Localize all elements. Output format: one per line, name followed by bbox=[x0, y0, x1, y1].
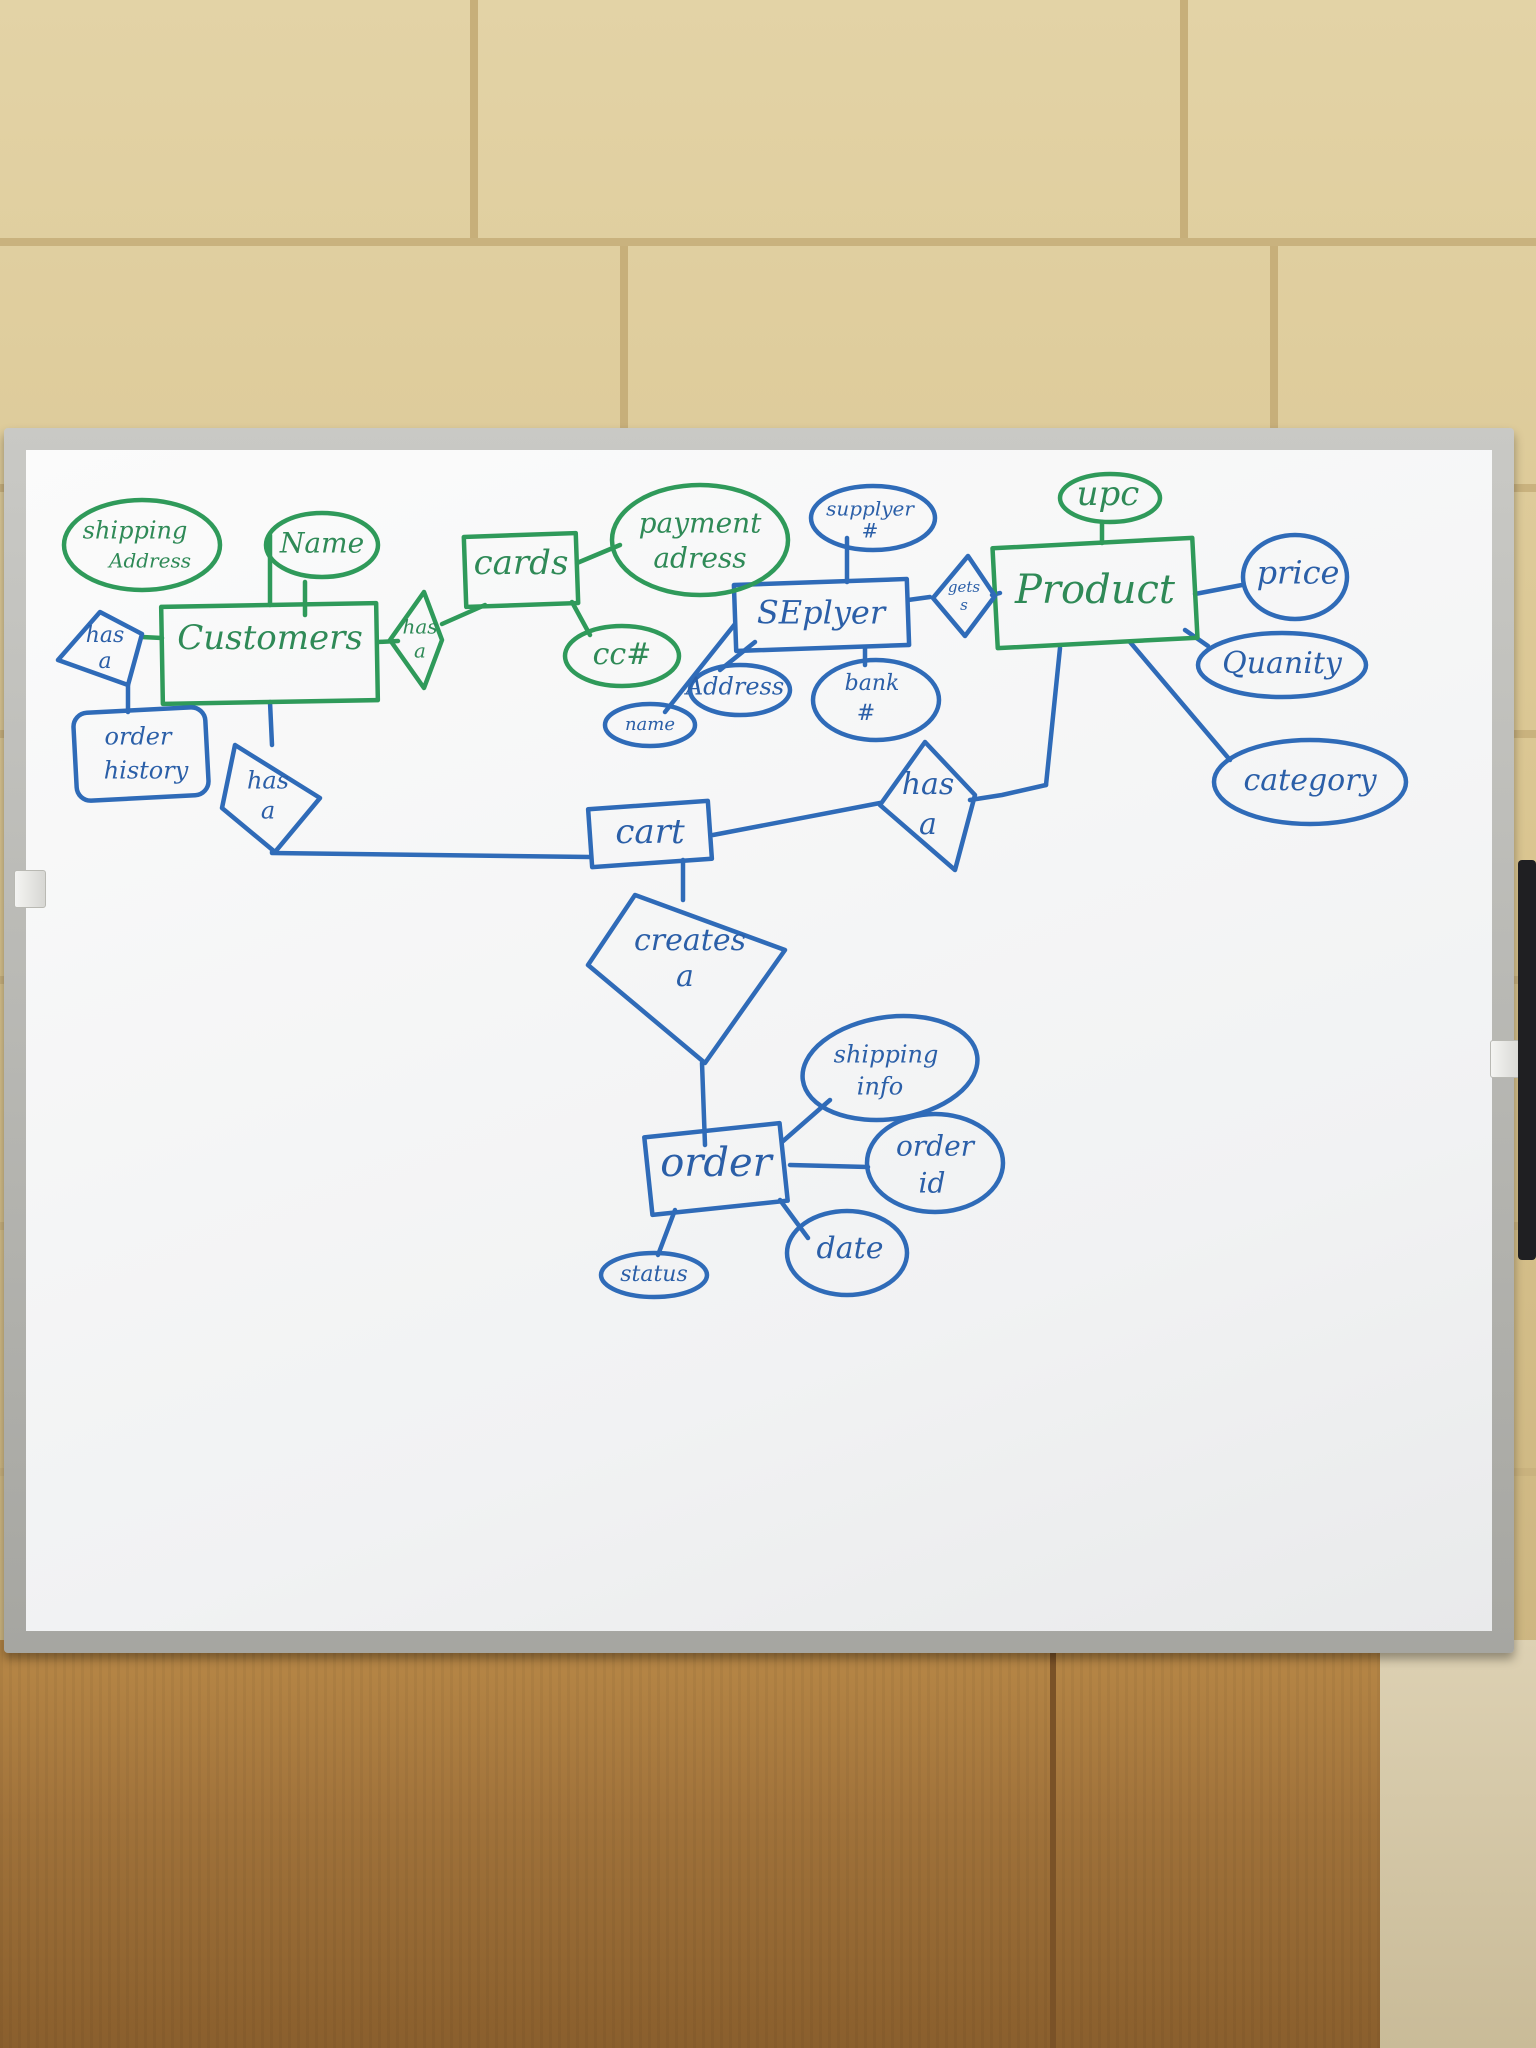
svg-text:Address: Address bbox=[684, 673, 784, 701]
svg-text:adress: adress bbox=[653, 542, 746, 575]
svg-text:has: has bbox=[86, 623, 125, 648]
svg-text:a: a bbox=[414, 639, 426, 663]
relationship-has-cards: has a bbox=[387, 589, 445, 691]
entity-customers: Customers bbox=[158, 600, 381, 707]
wooden-desk bbox=[0, 1640, 1536, 2048]
svg-text:has: has bbox=[902, 767, 955, 802]
svg-text:has: has bbox=[402, 615, 437, 639]
attribute-category: category bbox=[1211, 737, 1409, 827]
svg-text:s: s bbox=[960, 596, 968, 614]
attribute-shipping-info: shipping info bbox=[800, 1013, 980, 1123]
svg-text:#: # bbox=[862, 519, 879, 543]
svg-text:history: history bbox=[104, 757, 189, 785]
attribute-shipping-address: shipping Address bbox=[61, 497, 223, 593]
entity-cart: cart bbox=[585, 798, 715, 870]
svg-text:a: a bbox=[261, 797, 275, 825]
board-clip-left bbox=[14, 870, 46, 908]
entity-supplier: SEplyer bbox=[731, 576, 912, 654]
svg-text:a: a bbox=[919, 807, 937, 842]
attribute-status: status bbox=[598, 1250, 710, 1300]
entity-order: order bbox=[642, 1120, 790, 1218]
attribute-payment-address: payment adress bbox=[609, 482, 791, 598]
svg-text:price: price bbox=[1257, 554, 1340, 592]
svg-text:a: a bbox=[98, 649, 111, 674]
desk-seam bbox=[1050, 1640, 1056, 2048]
svg-text:payment: payment bbox=[639, 507, 763, 540]
relationship-gets: gets s bbox=[930, 553, 998, 639]
svg-text:order: order bbox=[105, 723, 173, 751]
attribute-order-id: order id bbox=[864, 1111, 1006, 1215]
svg-text:#: # bbox=[857, 701, 875, 726]
svg-text:id: id bbox=[919, 1167, 946, 1200]
svg-text:name: name bbox=[625, 714, 675, 735]
svg-text:creates: creates bbox=[634, 923, 746, 958]
svg-text:cc#: cc# bbox=[593, 637, 652, 672]
attribute-date: date bbox=[784, 1208, 910, 1298]
svg-text:shipping: shipping bbox=[834, 1041, 939, 1069]
svg-text:upc: upc bbox=[1077, 474, 1140, 514]
svg-text:order: order bbox=[896, 1130, 976, 1163]
svg-text:Customers: Customers bbox=[177, 618, 363, 658]
attribute-name: Name bbox=[263, 510, 381, 580]
attribute-price: price bbox=[1240, 532, 1350, 622]
relationship-has-order-history: has a bbox=[55, 609, 145, 688]
svg-text:bank: bank bbox=[845, 671, 900, 696]
relationship-has-cart: has a bbox=[219, 742, 323, 855]
relationship-creates: creates a bbox=[585, 892, 788, 1066]
svg-text:SEplyer: SEplyer bbox=[757, 594, 887, 632]
svg-text:category: category bbox=[1243, 763, 1377, 798]
attribute-quantity: Quanity bbox=[1195, 630, 1369, 700]
svg-text:info: info bbox=[857, 1073, 903, 1101]
svg-text:Name: Name bbox=[279, 527, 364, 560]
svg-text:a: a bbox=[676, 959, 694, 994]
svg-text:Quanity: Quanity bbox=[1222, 646, 1343, 681]
svg-text:has: has bbox=[247, 767, 289, 795]
svg-text:status: status bbox=[620, 1262, 688, 1287]
attribute-supplier-address: Address bbox=[684, 662, 793, 718]
wall-base bbox=[1380, 1640, 1536, 2048]
attribute-supplier-number: supplyer # bbox=[808, 483, 938, 553]
eraser-magnet bbox=[1518, 860, 1536, 1260]
entity-cards: cards bbox=[461, 530, 581, 610]
relationship-product-has-cart: has a bbox=[877, 739, 978, 873]
attribute-order-history: order history bbox=[71, 705, 211, 803]
attribute-cc-number: cc# bbox=[562, 623, 682, 689]
attribute-bank-number: bank # bbox=[810, 657, 942, 743]
attribute-supplier-name: name bbox=[602, 701, 698, 749]
svg-text:cards: cards bbox=[474, 543, 569, 583]
attribute-upc: upc bbox=[1057, 471, 1163, 525]
svg-text:order: order bbox=[660, 1140, 774, 1186]
svg-text:gets: gets bbox=[948, 578, 981, 596]
svg-text:Product: Product bbox=[1014, 567, 1176, 613]
svg-text:Address: Address bbox=[107, 549, 191, 573]
entity-product: Product bbox=[990, 535, 1200, 651]
svg-text:cart: cart bbox=[615, 812, 685, 852]
svg-text:supplyer: supplyer bbox=[826, 497, 915, 521]
whiteboard-surface bbox=[26, 450, 1492, 1631]
svg-text:date: date bbox=[817, 1231, 884, 1266]
svg-text:shipping: shipping bbox=[83, 517, 188, 545]
